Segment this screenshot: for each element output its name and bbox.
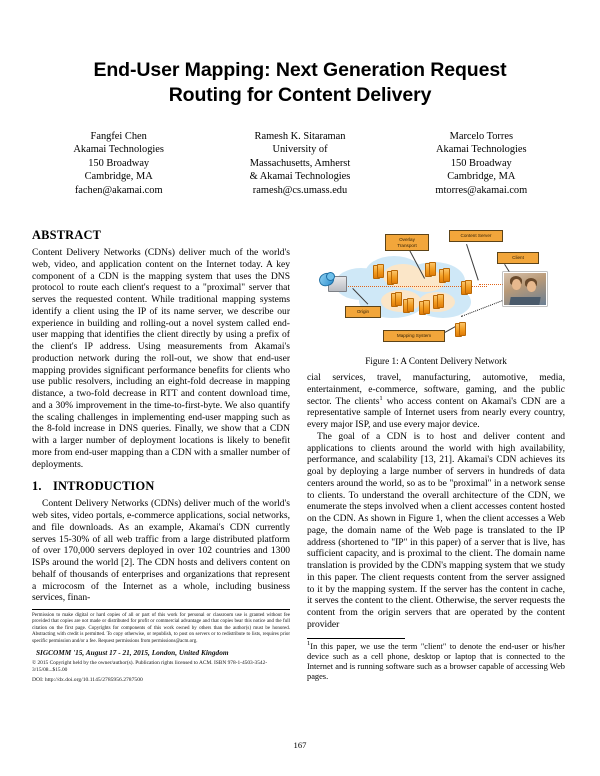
abstract-text: Content Delivery Networks (CDNs) deliver…: [32, 247, 290, 470]
server-icon: [425, 262, 436, 277]
origin-server-icon: [317, 271, 347, 294]
author-affiliation-line: Akamai Technologies: [73, 144, 164, 156]
author-name: Ramesh K. Sitaraman: [254, 131, 346, 142]
author-3: Marcelo Torres Akamai Technologies 150 B…: [391, 130, 572, 197]
person-face: [527, 281, 536, 292]
introduction-paragraph-1: Content Delivery Networks (CDNs) deliver…: [32, 498, 290, 604]
author-1: Fangfei Chen Akamai Technologies 150 Bro…: [28, 130, 209, 197]
title-block: End-User Mapping: Next Generation Reques…: [0, 0, 600, 108]
mapping-server-icon: [455, 322, 466, 337]
server-icon: [373, 264, 384, 279]
section-number: 1.: [32, 479, 42, 494]
author-email: mtorres@akamai.com: [435, 184, 528, 196]
rights-line: © 2015 Copyright held by the owner/autho…: [32, 660, 268, 673]
author-affiliation-line: Cambridge, MA: [447, 171, 516, 183]
left-column: ABSTRACT Content Delivery Networks (CDNs…: [32, 228, 290, 684]
doi-line: DOI: http://dx.doi.org/10.1145/2785956.2…: [32, 677, 143, 684]
callout-leader: [466, 244, 479, 281]
author-affiliation-line: University of: [272, 144, 328, 156]
server-icon: [403, 298, 414, 313]
conference-line: SIGCOMM '15, August 17 - 21, 2015, Londo…: [36, 648, 229, 658]
figure-1: Overlay Transport Content Server Client …: [307, 228, 565, 366]
paragraph-text: who access content on Akamai's CDN are a…: [307, 395, 565, 431]
author-affiliation-line: 150 Broadway: [88, 157, 150, 169]
footnote-body: In this paper, we use the term "client" …: [307, 641, 565, 682]
server-icon: [419, 300, 430, 315]
abstract-heading: ABSTRACT: [32, 228, 102, 242]
server-icon: [391, 292, 402, 307]
page-number: 167: [293, 740, 307, 750]
callout-mapping-system: Mapping System: [383, 330, 445, 342]
author-block: Fangfei Chen Akamai Technologies 150 Bro…: [0, 130, 600, 197]
author-name: Marcelo Torres: [449, 131, 514, 142]
footnote-rule: [307, 637, 405, 639]
introduction-paragraph-1-continued: cial services, travel, manufacturing, au…: [307, 372, 565, 431]
callout-label-line1: Overlay: [399, 237, 415, 242]
footnote-marker: 1: [307, 639, 311, 647]
laptop-icon: [509, 297, 541, 305]
footnote-block: 1In this paper, we use the term "client"…: [307, 637, 565, 683]
copyright-block: Permission to make digital or hard copie…: [32, 609, 290, 684]
author-email: fachen@akamai.com: [74, 184, 163, 196]
delivery-path: [345, 286, 487, 287]
author-affiliation-line: Akamai Technologies: [436, 144, 527, 156]
footnote-marker: 1: [379, 394, 383, 402]
callout-client: Client: [497, 252, 539, 264]
author-affiliation-line: 150 Broadway: [450, 157, 512, 169]
right-column: Overlay Transport Content Server Client …: [307, 228, 565, 684]
cdn-architecture-diagram: Overlay Transport Content Server Client …: [307, 228, 565, 350]
introduction-paragraph-2: The goal of a CDN is to host and deliver…: [307, 430, 565, 630]
author-affiliation-line: & Akamai Technologies: [249, 171, 351, 183]
client-photo: [503, 272, 547, 306]
footnote-text: 1In this paper, we use the term "client"…: [307, 639, 565, 683]
author-affiliation-line: Massachusetts, Amherst: [249, 157, 351, 169]
author-email: ramesh@cs.umass.edu: [252, 184, 348, 196]
two-column-body: ABSTRACT Content Delivery Networks (CDNs…: [0, 228, 600, 684]
permission-text: Permission to make digital or hard copie…: [32, 613, 290, 644]
introduction-heading: 1. INTRODUCTION: [32, 479, 290, 494]
callout-overlay-transport: Overlay Transport: [385, 234, 429, 252]
copyright-rule: [32, 609, 290, 610]
server-icon: [387, 270, 398, 285]
callout-origin: Origin: [345, 306, 381, 318]
paragraph-text: cial services, travel, manufacturing, au…: [307, 372, 565, 407]
server-icon: [433, 294, 444, 309]
server-icon: [439, 268, 450, 283]
page-title: End-User Mapping: Next Generation Reques…: [93, 59, 507, 106]
author-affiliation-line: Cambridge, MA: [84, 171, 153, 183]
person-face: [512, 279, 521, 290]
section-title: INTRODUCTION: [53, 479, 155, 494]
callout-label-line2: Transport: [397, 242, 417, 248]
callout-content-server: Content Server: [449, 230, 503, 242]
content-server-icon: [461, 280, 472, 295]
author-2: Ramesh K. Sitaraman University of Massac…: [209, 130, 390, 197]
satellite-dish-icon: [326, 272, 335, 281]
author-name: Fangfei Chen: [90, 131, 147, 142]
delivery-path: [479, 284, 513, 285]
figure-caption: Figure 1: A Content Delivery Network: [365, 356, 507, 366]
